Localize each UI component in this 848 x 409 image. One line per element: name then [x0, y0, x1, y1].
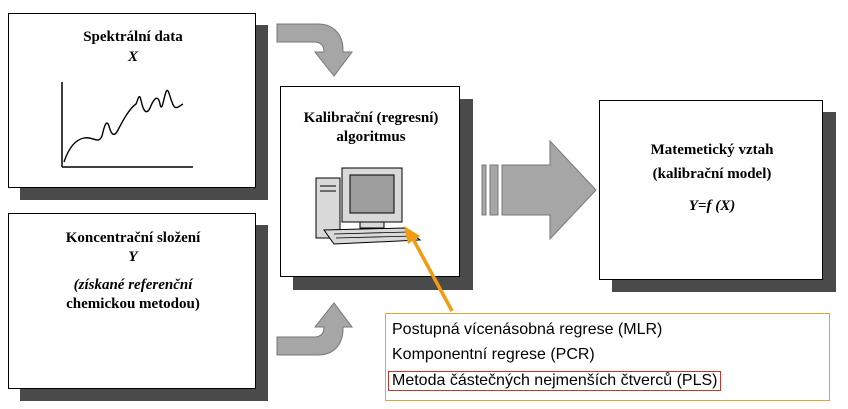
curved-arrow-bottom: [276, 302, 353, 356]
spectral-data-box: Spektrální data X: [8, 13, 256, 188]
method-mlr: Postupná vícenásobná regrese (MLR): [392, 321, 663, 338]
concentration-box: Koncentrační složení Y (získané referenč…: [8, 213, 256, 389]
method-pls: Metoda částečných nejmenších čtverců (PL…: [388, 371, 722, 391]
spectrum-curve: [63, 89, 184, 163]
model-formula: Y=f (X): [688, 198, 736, 214]
spectral-title: Spektrální data: [83, 29, 183, 45]
spectral-symbol: X: [127, 49, 138, 65]
calibration-line1: Kalibrační (regresní): [303, 110, 439, 126]
concentration-title: Koncentrační složení: [65, 230, 201, 246]
methods-list: Postupná vícenásobná regrese (MLR) Kompo…: [385, 313, 830, 401]
concentration-symbol: Y: [128, 249, 138, 265]
model-line2: (kalibrační model): [652, 166, 772, 182]
concentration-note-line1: (získané referenční: [73, 277, 193, 293]
orange-pointer-head: [404, 226, 420, 244]
method-pcr: Komponentní regrese (PCR): [392, 346, 595, 363]
concentration-note-line2: chemickou metodou): [66, 296, 200, 312]
big-arrow-right: [501, 139, 597, 241]
big-arrow-stripe-1: [481, 164, 487, 216]
curved-arrow-top: [276, 23, 353, 77]
model-line1: Matemetický vztah: [650, 142, 774, 158]
calibration-line2: algoritmus: [336, 129, 406, 145]
model-box: Matemetický vztah (kalibrační model) Y=f…: [599, 100, 823, 280]
computer-icon: [315, 167, 422, 245]
orange-pointer-arrow: [410, 236, 454, 312]
big-arrow-stripe-2: [489, 164, 499, 216]
